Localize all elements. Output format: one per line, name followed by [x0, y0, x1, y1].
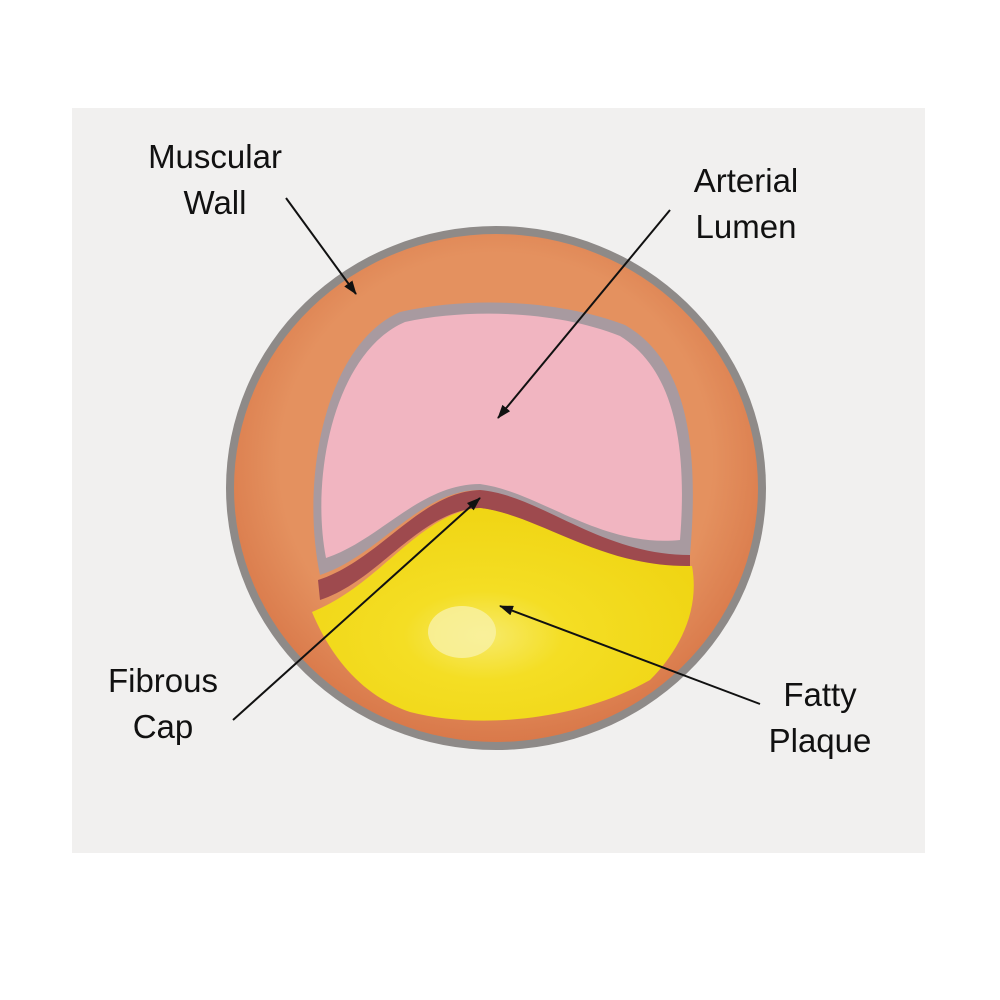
label-arterial-lumen-line2: Lumen — [695, 208, 797, 245]
label-arterial-lumen: Arterial Lumen — [676, 158, 816, 250]
arterial-lumen — [321, 313, 682, 558]
label-fatty-plaque: Fatty Plaque — [752, 672, 888, 764]
label-fatty-plaque-line1: Fatty — [783, 676, 857, 713]
fibrous-cap-arrow — [232, 497, 481, 721]
label-fatty-plaque-line2: Plaque — [768, 722, 872, 759]
label-fibrous-cap: Fibrous Cap — [90, 658, 236, 750]
label-muscular-wall: Muscular Wall — [130, 134, 300, 226]
label-fibrous-cap-line1: Fibrous — [107, 662, 219, 699]
label-arterial-lumen-line1: Arterial — [693, 162, 799, 199]
fatty-plaque-arrow — [499, 605, 761, 705]
muscular-wall-arrow — [285, 197, 357, 295]
label-fibrous-cap-line2: Cap — [132, 708, 194, 745]
label-muscular-wall-line1: Muscular — [148, 138, 282, 175]
label-muscular-wall-line2: Wall — [183, 184, 247, 221]
arterial-lumen-arrow — [497, 209, 671, 419]
plaque-highlight — [428, 606, 496, 658]
fibrous-cap — [318, 490, 690, 600]
